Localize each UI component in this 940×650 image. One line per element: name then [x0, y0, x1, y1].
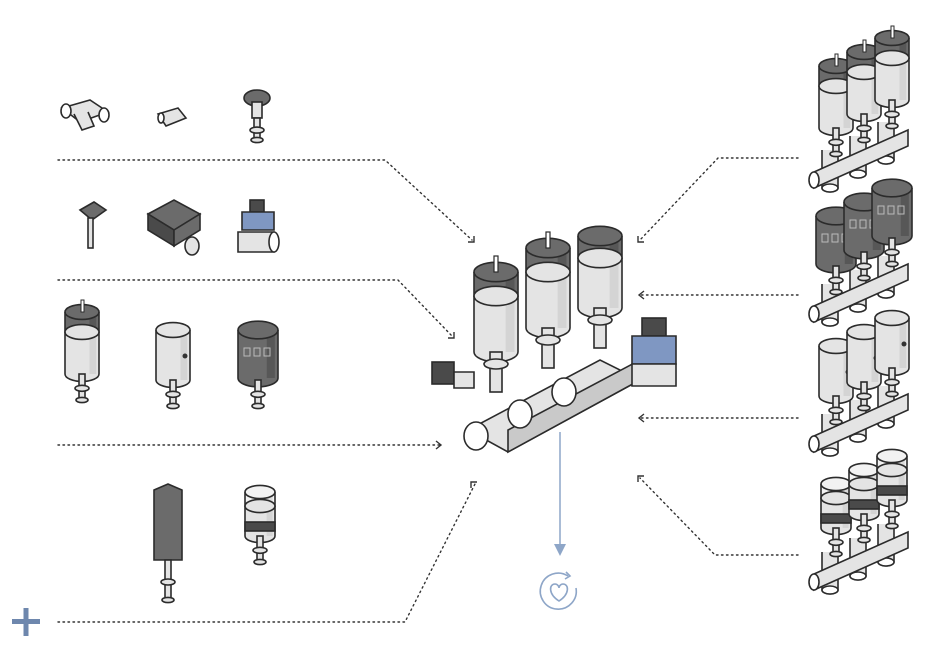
variant-valve	[874, 25, 910, 130]
dark-actuator-valve	[237, 320, 279, 410]
variant-valve	[876, 448, 908, 530]
variant-valve	[871, 178, 913, 268]
leader-row-4-tick	[470, 481, 477, 488]
solenoid-pilot-block	[146, 199, 202, 256]
plus-icon	[12, 608, 40, 636]
main-manifold	[431, 225, 677, 454]
leader-row-1	[57, 159, 473, 241]
component-library	[60, 89, 280, 604]
pipe-port	[463, 421, 489, 451]
pipe-port	[551, 377, 577, 407]
leader-row-3-tick	[435, 440, 443, 450]
variant-valve	[820, 476, 852, 558]
variant-2	[808, 178, 913, 327]
manifold-actuator	[525, 231, 571, 369]
right-solenoid-head	[641, 317, 667, 337]
leader-right-3-tick	[637, 413, 645, 423]
manifold-actuator	[473, 255, 519, 393]
variant-4	[808, 448, 909, 595]
heart-in-recycle-icon	[539, 571, 578, 610]
left-solenoid	[431, 361, 455, 385]
configured-variants	[808, 25, 913, 595]
leader-row-2-tick	[448, 332, 455, 339]
leader-right-1	[639, 157, 799, 241]
bottom-markers	[12, 432, 578, 636]
variant-3	[808, 309, 910, 457]
leader-right-1-tick	[637, 236, 644, 243]
leader-row-4	[57, 481, 477, 623]
valve-with-position-indicator	[64, 299, 100, 404]
leader-right-2-tick	[637, 290, 645, 300]
pipe-port	[507, 399, 533, 429]
check-valve	[156, 107, 188, 127]
positioner-head-valve	[244, 484, 276, 566]
right-solenoid-coil	[631, 335, 677, 365]
variant-valve	[846, 39, 882, 144]
assembled-valve-manifold	[431, 225, 677, 454]
pressure-transmitter	[78, 201, 108, 249]
manifold-actuator	[577, 225, 623, 349]
y-strainer	[60, 99, 110, 131]
leader-row-2	[57, 279, 453, 337]
leader-right-4-tick	[637, 475, 644, 482]
variant-valve	[848, 462, 880, 544]
leader-lines	[57, 157, 799, 623]
leader-right-4	[639, 477, 799, 556]
variant-valve	[874, 309, 910, 398]
leader-row-1-tick	[468, 236, 475, 243]
solenoid-valve-blue-coil	[237, 199, 280, 253]
white-actuator-valve	[155, 321, 191, 410]
manual-diaphragm-valve	[243, 89, 271, 144]
dark-control-head-valve	[153, 483, 183, 604]
variant-1	[808, 25, 910, 193]
